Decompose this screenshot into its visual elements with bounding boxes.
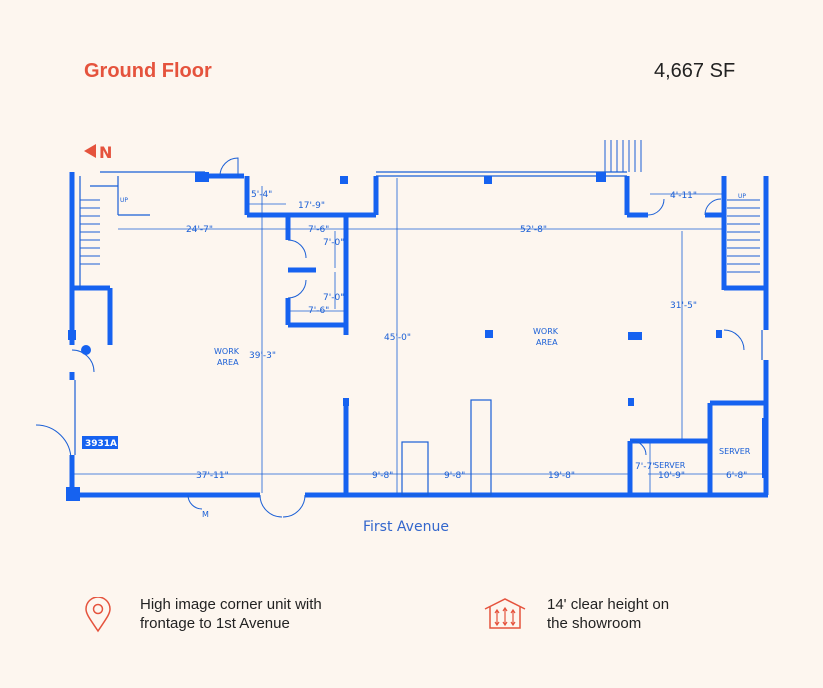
dim-label: 39'-3" xyxy=(249,351,276,361)
page-title: Ground Floor xyxy=(84,60,212,82)
thin-walls xyxy=(74,171,763,496)
dimension-labels: 5'-4" 17'-9" 24'-7" 7'-6" 7'-0" 7'-0" 7'… xyxy=(186,190,747,481)
dimension-lines xyxy=(74,178,764,493)
feature-text: 14' clear height on the showroom xyxy=(547,596,670,632)
walls xyxy=(68,172,769,498)
dim-label: 4'-11" xyxy=(670,191,697,201)
up-label: UP xyxy=(120,197,128,204)
room-labels: WORK AREA WORK AREA SERVER SERVER xyxy=(214,327,751,470)
room-label: SERVER xyxy=(719,447,751,456)
north-label: N xyxy=(99,143,112,162)
dim-label: 6'-8" xyxy=(726,471,747,481)
floor-plan: N xyxy=(35,140,769,519)
dim-label: 7'-6" xyxy=(308,306,329,316)
dim-label: 7'-6" xyxy=(308,225,329,235)
dim-label: 45'-0" xyxy=(384,333,411,343)
dim-label: 31'-5" xyxy=(670,301,697,311)
dim-label: 9'-8" xyxy=(372,471,393,481)
door-swings xyxy=(35,157,745,518)
dim-label: 10'-9" xyxy=(658,471,685,481)
meter-label: M xyxy=(202,510,209,519)
dim-label: 19'-8" xyxy=(548,471,575,481)
dim-label: 7'-0" xyxy=(323,238,344,248)
up-label: UP xyxy=(738,193,746,200)
stairs-left xyxy=(80,199,100,265)
square-footage: 4,667 SF xyxy=(654,60,736,82)
location-pin-icon xyxy=(85,597,111,633)
dim-label: 24'-7" xyxy=(186,225,213,235)
dim-label: 7'-7" xyxy=(635,462,656,472)
stairs-top xyxy=(604,140,642,172)
dim-label: 7'-0" xyxy=(323,293,344,303)
columns xyxy=(66,172,768,501)
room-label: AREA xyxy=(217,358,239,367)
street-label: First Avenue xyxy=(363,519,449,535)
north-arrow-icon xyxy=(84,144,96,158)
stairs-right xyxy=(727,199,760,273)
room-label: WORK xyxy=(214,347,240,356)
unit-tag-box xyxy=(82,436,118,449)
dim-label: 9'-8" xyxy=(444,471,465,481)
room-label: SERVER xyxy=(654,461,686,470)
feature-text: High image corner unit with frontage to … xyxy=(140,596,322,632)
room-label: AREA xyxy=(536,338,558,347)
dim-label: 37'-11" xyxy=(196,471,229,481)
dim-label: 5'-4" xyxy=(251,190,272,200)
room-label: WORK xyxy=(533,327,559,336)
unit-tag: 3931A xyxy=(85,439,117,449)
dim-label: 52'-8" xyxy=(520,225,547,235)
dim-label: 17'-9" xyxy=(298,201,325,211)
clear-height-icon xyxy=(484,598,526,629)
